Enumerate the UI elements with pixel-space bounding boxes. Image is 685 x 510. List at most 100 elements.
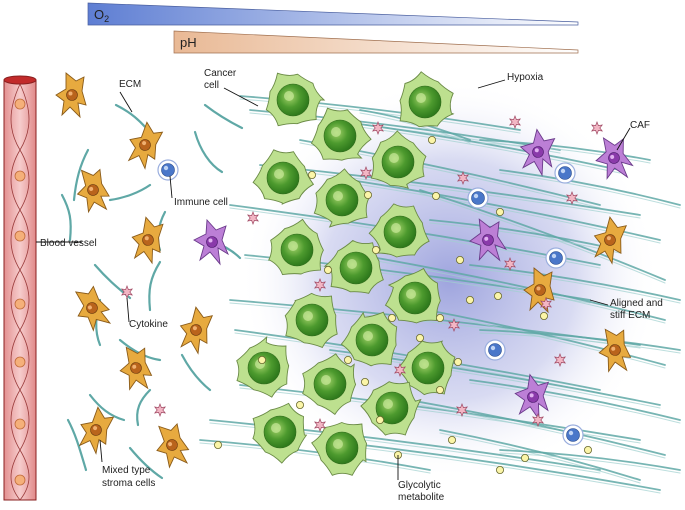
glycolytic-label-line2: metabolite xyxy=(398,492,445,503)
cytokine xyxy=(313,278,327,292)
cancer-nucleus xyxy=(323,119,357,153)
immune-cell xyxy=(467,187,489,209)
ecm-fiber xyxy=(419,189,666,281)
cytokine xyxy=(508,115,522,129)
cancer-nucleus xyxy=(247,351,281,385)
metabolite-dot xyxy=(213,440,222,449)
ecm-fiber xyxy=(259,164,641,216)
ecm-fiber xyxy=(479,142,651,164)
stroma-cell xyxy=(127,121,164,170)
cancer-cell xyxy=(313,168,370,228)
cancer-cell xyxy=(252,402,308,464)
metabolite-dot xyxy=(343,355,352,364)
cancer-cells xyxy=(236,71,456,476)
caf-cell xyxy=(193,218,229,266)
cancer-nucleus xyxy=(276,83,310,117)
stroma-cell xyxy=(593,216,628,265)
ecm-fiber xyxy=(359,112,471,144)
metabolite-dot xyxy=(360,377,369,386)
ecm-label: ECM xyxy=(119,79,141,90)
cytokines xyxy=(120,115,604,432)
stroma-cell xyxy=(78,406,115,455)
cancer-cell xyxy=(267,218,324,276)
immune-cell-label: Immune cell xyxy=(174,197,228,208)
cytokine xyxy=(455,403,469,417)
free-ecm-fibers xyxy=(60,103,244,480)
metabolite-dot xyxy=(415,333,424,342)
cancer-nucleus xyxy=(408,85,442,119)
caf-cell xyxy=(468,218,507,262)
cancer-nucleus xyxy=(263,415,297,449)
ecm-fiber xyxy=(429,219,621,251)
metabolite-dot xyxy=(257,355,266,364)
cancer-nucleus xyxy=(339,251,373,285)
labels: ECM Cancer cell Hypoxia CAF Immune cell … xyxy=(40,68,663,503)
glycolytic-label-line1: Glycolytic xyxy=(398,480,441,491)
ecm-fiber xyxy=(359,257,666,324)
metabolite-dot xyxy=(465,295,474,304)
stroma-cell xyxy=(119,346,153,391)
cancer-cell-label-line2: cell xyxy=(204,80,219,91)
cancer-cell xyxy=(396,340,456,396)
immune-cell xyxy=(554,162,576,184)
cancer-cell xyxy=(310,107,372,161)
cancer-nucleus xyxy=(381,145,415,179)
immune-cells xyxy=(157,159,584,446)
stroma-cells xyxy=(55,72,632,469)
stroma-cell xyxy=(55,72,87,119)
stroma-cell xyxy=(131,216,164,265)
oxygen-label: O2 xyxy=(94,7,109,24)
cancer-nucleus xyxy=(325,431,359,465)
ecm-fiber xyxy=(479,332,681,354)
cancer-nucleus xyxy=(266,161,300,195)
cancer-cell xyxy=(265,72,326,127)
cancer-cell xyxy=(368,203,430,258)
ecm-fiber xyxy=(469,267,681,304)
aligned-ecm-label-line1: Aligned and xyxy=(610,298,663,309)
cancer-cell xyxy=(302,353,357,416)
metabolite-dot xyxy=(495,207,504,216)
metabolite-dot xyxy=(447,435,456,444)
oxygen-gradient-bar: O2 xyxy=(87,2,579,26)
cytokine xyxy=(153,403,167,417)
ecm-fiber xyxy=(239,384,641,441)
metabolite-dot xyxy=(495,465,504,474)
stroma-label-line2: stroma cells xyxy=(102,478,155,489)
cancer-nucleus xyxy=(398,281,432,315)
cancer-cell xyxy=(340,311,398,367)
stroma-cell xyxy=(598,328,632,373)
cancer-cell-label-line1: Cancer xyxy=(204,68,237,79)
ecm-fiber xyxy=(199,439,431,471)
cancer-nucleus xyxy=(383,215,417,249)
aligned-ecm-label-line2: stiff ECM xyxy=(610,310,650,321)
ecm-fiber xyxy=(239,387,641,444)
cancer-cell xyxy=(360,381,422,436)
blood-vessel-label: Blood vessel xyxy=(40,238,97,249)
metabolite-dot xyxy=(307,170,316,179)
cancer-nucleus xyxy=(280,233,314,267)
ecm-fiber xyxy=(499,172,681,209)
stroma-label-line1: Mixed type xyxy=(102,465,151,476)
ecm-fiber xyxy=(199,442,431,474)
metabolite-dot xyxy=(455,255,464,264)
cancer-cell xyxy=(252,149,315,205)
cancer-cell xyxy=(399,71,455,128)
cytokine xyxy=(359,166,373,180)
cytokine xyxy=(539,297,553,311)
cancer-nucleus xyxy=(355,323,389,357)
stroma-cell xyxy=(76,168,110,214)
ecm-fiber xyxy=(479,329,681,351)
metabolite-dot xyxy=(371,245,380,254)
caf-cell xyxy=(514,373,550,422)
cancer-nucleus xyxy=(375,391,409,425)
metabolite-dot xyxy=(493,291,502,300)
cancer-cell xyxy=(370,130,427,189)
cancer-nucleus xyxy=(411,351,445,385)
stroma-cell xyxy=(156,423,190,469)
cancer-nucleus xyxy=(295,303,329,337)
leader-lines xyxy=(36,79,631,480)
cytokine xyxy=(447,318,461,332)
ecm-fiber xyxy=(329,122,621,174)
metabolite-dot xyxy=(521,453,530,462)
cytokine xyxy=(393,363,407,377)
